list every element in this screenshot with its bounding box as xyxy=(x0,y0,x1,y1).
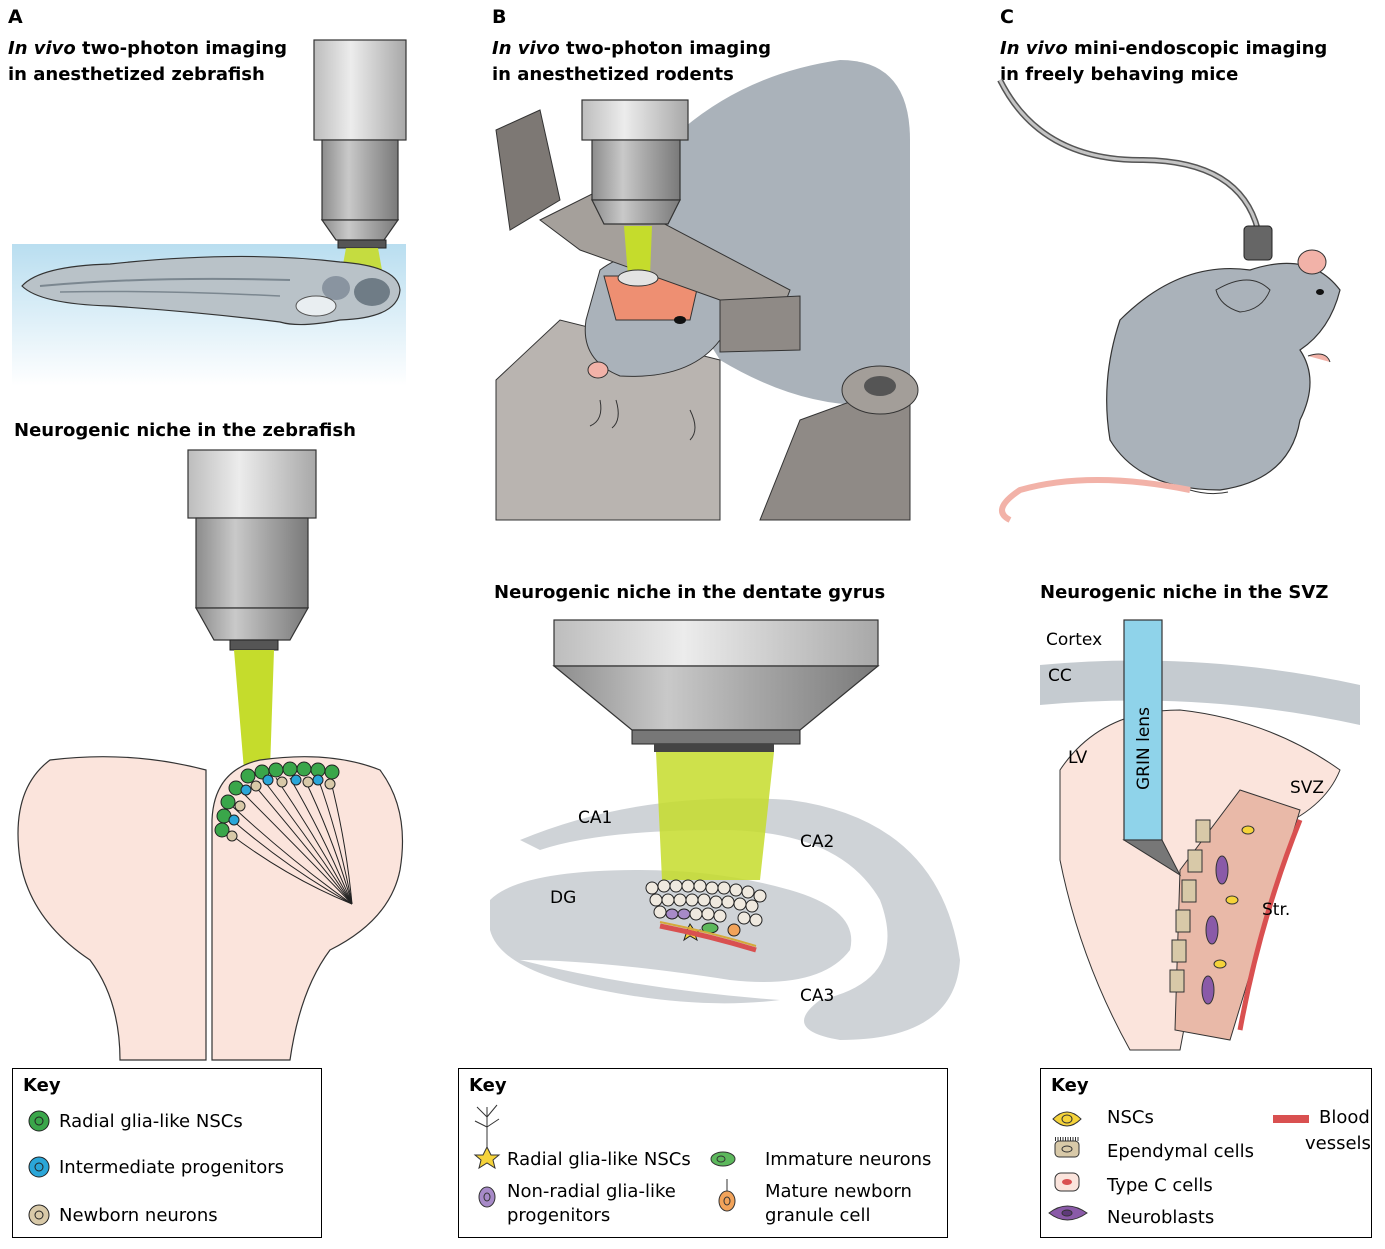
zebrafish-imaging-scene xyxy=(12,40,406,386)
key-box-c: Key NSCs Ependymal cells Type C cells Ne… xyxy=(1040,1068,1372,1238)
key-c-item-0: NSCs xyxy=(1107,1107,1154,1128)
cell-icon xyxy=(1053,1112,1081,1126)
key-b-item-5: granule cell xyxy=(765,1205,870,1226)
objective-lens-icon xyxy=(582,100,688,224)
cell-icon xyxy=(1049,1206,1087,1220)
key-box-a: Key Radial glia-like NSCs Intermediate p… xyxy=(12,1068,322,1238)
key-a-swatches xyxy=(19,1099,59,1249)
mouse-icon xyxy=(1002,250,1340,520)
key-box-b: Key Radial glia-like NSCs Non-radial gli… xyxy=(458,1068,948,1238)
label-cortex: Cortex xyxy=(1046,630,1102,650)
cell-icon xyxy=(475,1105,499,1168)
key-b-item-4: Mature newborn xyxy=(765,1181,912,1202)
key-c-item-4: Blood xyxy=(1319,1107,1370,1128)
key-b-item-2: progenitors xyxy=(507,1205,610,1226)
objective-lens-icon xyxy=(314,40,406,248)
label-svz: SVZ xyxy=(1290,778,1324,798)
key-c-title: Key xyxy=(1051,1075,1089,1096)
key-c-item-2: Type C cells xyxy=(1107,1175,1213,1196)
cell-icon xyxy=(719,1179,735,1211)
cell-icon xyxy=(1055,1139,1079,1157)
key-b-item-0: Radial glia-like NSCs xyxy=(507,1149,691,1170)
key-b-title: Key xyxy=(469,1075,507,1096)
label-ca1: CA1 xyxy=(578,808,612,828)
cell-icon xyxy=(479,1187,495,1207)
key-c-item-3: Neuroblasts xyxy=(1107,1207,1214,1228)
key-c-item-5: vessels xyxy=(1305,1133,1371,1154)
fiber-cable-icon xyxy=(1000,80,1258,230)
cell-icon xyxy=(29,1111,49,1131)
key-c-item-1: Ependymal cells xyxy=(1107,1141,1254,1162)
key-a-title: Key xyxy=(23,1075,61,1096)
cell-icon xyxy=(29,1205,49,1225)
label-lv: LV xyxy=(1068,748,1087,768)
label-str: Str. xyxy=(1262,900,1290,920)
cell-icon xyxy=(1055,1173,1079,1191)
label-cc: CC xyxy=(1048,666,1072,686)
objective-lens-icon xyxy=(554,620,878,752)
key-b-item-3: Immature neurons xyxy=(765,1149,931,1170)
objective-lens-icon xyxy=(188,450,316,650)
zebrafish-niche-scene xyxy=(18,450,403,1060)
label-ca2: CA2 xyxy=(800,832,834,852)
svz-niche-scene xyxy=(1040,620,1360,1050)
key-a-item-0: Radial glia-like NSCs xyxy=(59,1111,243,1132)
cell-icon xyxy=(29,1157,49,1177)
key-a-item-1: Intermediate progenitors xyxy=(59,1157,284,1178)
label-ca3: CA3 xyxy=(800,986,834,1006)
label-grin-lens: GRIN lens xyxy=(1134,707,1154,790)
rodent-imaging-scene xyxy=(496,60,918,520)
cell-icon xyxy=(711,1152,735,1166)
label-dg: DG xyxy=(550,888,576,908)
key-a-item-2: Newborn neurons xyxy=(59,1205,218,1226)
freely-behaving-mouse-scene xyxy=(1000,80,1340,520)
key-b-item-1: Non-radial glia-like xyxy=(507,1181,676,1202)
dentate-gyrus-niche-scene xyxy=(490,620,960,1040)
